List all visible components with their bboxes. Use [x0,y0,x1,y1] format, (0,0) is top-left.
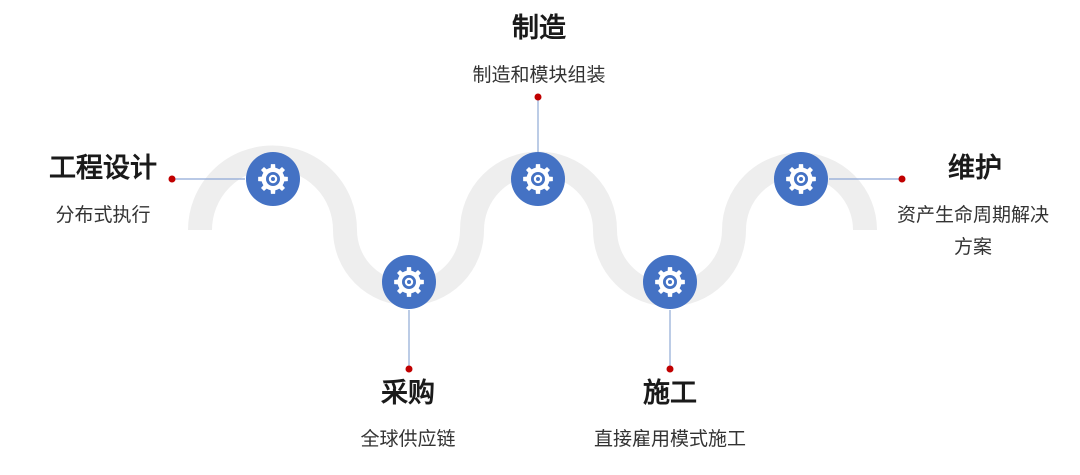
connector-dot [534,93,542,101]
stage-engineering: 工程设计 分布式执行 [49,152,300,226]
stage-title: 制造 [512,13,566,44]
gear-icon [523,164,553,194]
gear-icon [655,267,685,297]
stage-node[interactable] [774,152,828,206]
stage-title: 施工 [643,378,697,409]
stage-description-continued: 方案 [954,236,992,258]
stage-description: 资产生命周期解决 [897,204,1049,226]
stage-description: 分布式执行 [55,204,150,226]
gear-icon [786,164,816,194]
stage-maintenance: 维护 资产生命周期解决 方案 [774,152,1049,258]
stage-construction: 施工 直接雇用模式施工 [594,255,746,450]
stage-description: 全球供应链 [360,428,455,450]
stage-title: 维护 [948,153,1002,184]
stage-manufacturing: 制造 制造和模块组装 [472,13,606,206]
stage-title: 采购 [381,378,435,409]
stage-description: 制造和模块组装 [472,64,605,86]
connector-dot [405,365,413,373]
stage-title: 工程设计 [49,153,157,184]
connector-dot [898,175,906,183]
stage-node[interactable] [643,255,697,309]
stage-node[interactable] [382,255,436,309]
stage-procurement: 采购 全球供应链 [360,255,456,450]
connector-dot [666,365,674,373]
gear-icon [394,267,424,297]
connector-dot [168,175,176,183]
stage-node[interactable] [511,152,565,206]
gear-icon [258,164,288,194]
stage-description: 直接雇用模式施工 [594,428,746,450]
stage-node[interactable] [246,152,300,206]
